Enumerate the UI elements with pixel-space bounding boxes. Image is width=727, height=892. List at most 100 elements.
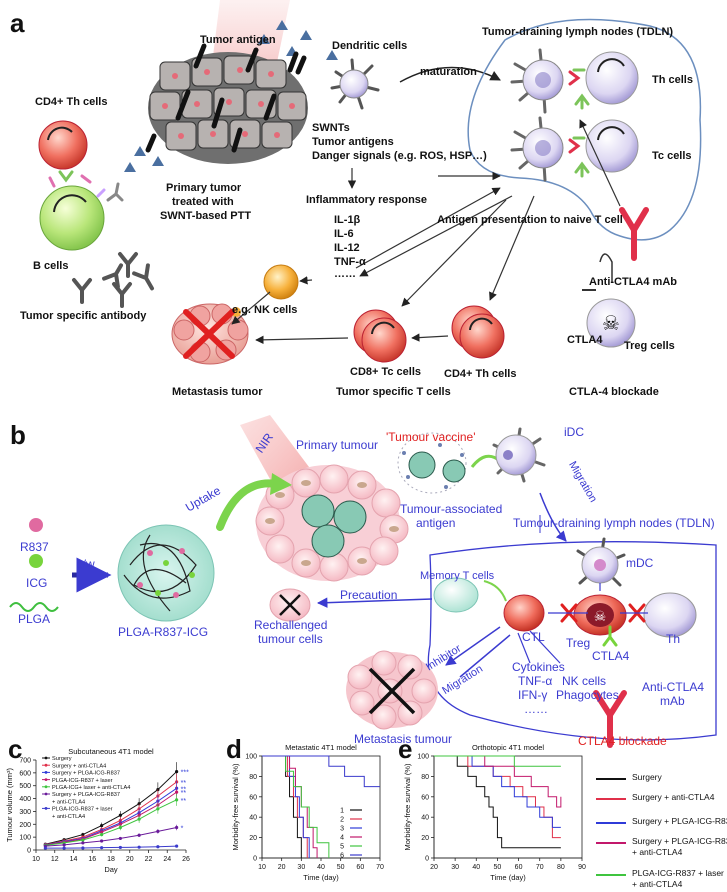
chart-d-xlabel: Time (day) — [303, 873, 339, 882]
x-tick-label: 50 — [337, 864, 345, 871]
metastasis-tumour-b — [346, 650, 438, 730]
inflammatory-response-label: Inflammatory response — [306, 194, 428, 206]
plga-label: PLGA — [18, 612, 51, 626]
mature-dc-top — [510, 48, 564, 114]
legend-item: Surgery + PLGA-ICG-R837 — [592, 816, 727, 842]
x-tick-label: 22 — [145, 856, 153, 863]
legend-label: 6 — [340, 853, 344, 860]
tumour-vaccine-debris — [397, 432, 467, 494]
th-cells-label: Th cells — [652, 74, 693, 86]
y-tick-label: 20 — [421, 835, 429, 842]
legend-item: Surgery + anti-CTLA4 — [592, 792, 727, 818]
series-line-4 — [45, 791, 177, 846]
rechallenged-label-1: Rechallenged — [254, 618, 328, 632]
legend-marker — [44, 792, 48, 796]
x-tick-label: 16 — [88, 856, 96, 863]
x-tick-label: 60 — [515, 864, 523, 871]
th-cell — [585, 51, 639, 105]
legend-swatch — [596, 778, 626, 780]
tnfa-label: TNF-α — [334, 256, 366, 268]
x-tick-label: 20 — [430, 864, 438, 871]
x-tick-label: 70 — [536, 864, 544, 871]
x-tick-label: 20 — [126, 856, 134, 863]
legend-label: + anti-CTLA4 — [52, 799, 85, 805]
series-line-6 — [45, 827, 177, 847]
icg-label: ICG — [26, 576, 48, 590]
anti-ctla4-b-antibody — [593, 690, 627, 748]
legend-label: + anti-CTLA4 — [632, 847, 683, 857]
legend-label: Surgery + PLGA-ICG-R837 — [52, 792, 120, 798]
series-line-7 — [45, 845, 177, 849]
r837-icon — [29, 518, 43, 532]
x-tick-label: 40 — [472, 864, 480, 871]
legend-swatch — [596, 798, 626, 800]
y-tick-label: 100 — [19, 835, 31, 842]
anti-ctla4-b-label-1: Anti-CTLA4 — [642, 680, 705, 694]
plga-icon — [9, 602, 59, 612]
panel-b-artwork: ☠ — [9, 415, 717, 748]
y-tick-label: 600 — [19, 770, 31, 777]
legend-marker — [44, 771, 48, 774]
significance-mark: *** — [181, 770, 189, 777]
primary-tumor-label-1: Primary tumor — [166, 182, 242, 194]
legend-label: 1 — [340, 808, 344, 815]
panel-b-letter: b — [10, 420, 26, 450]
legend-label: + anti-CTLA4 — [632, 879, 683, 889]
treg-cell: ☠ — [586, 298, 636, 348]
legend-swatch — [596, 842, 626, 844]
x-tick-label: 10 — [32, 856, 40, 863]
y-tick-label: 700 — [19, 758, 31, 765]
legend-marker — [44, 785, 48, 789]
x-tick-label: 10 — [258, 864, 266, 871]
x-tick-label: 18 — [107, 856, 115, 863]
x-tick-label: 70 — [376, 864, 384, 871]
legend-label: Surgery + anti-CTLA4 — [52, 763, 106, 769]
chart-e-xlabel: Time (day) — [490, 873, 526, 882]
legend-swatch — [596, 874, 626, 876]
cd4-th-cell-left — [38, 120, 88, 170]
chart-e — [431, 755, 583, 861]
legend-label: 3 — [340, 826, 344, 833]
tdln-b-outline — [427, 541, 717, 741]
legend-label: 2 — [340, 817, 344, 824]
legend-label: 4 — [340, 835, 344, 842]
significance-mark: ** — [181, 790, 187, 797]
survival-curve-2 — [262, 755, 308, 858]
dots-label: …… — [334, 268, 356, 280]
tumour-associated-label-1: Tumour-associated — [400, 502, 503, 516]
ow-label: o/w — [76, 557, 95, 571]
x-tick-label: 90 — [578, 864, 586, 871]
legend-label: PLGA-ICG-R837 + laser — [52, 807, 113, 813]
cd8-tc-label: CD8+ Tc cells — [350, 366, 422, 378]
antibody-icons — [72, 252, 154, 308]
ctla4-blockade-label: CTLA-4 blockade — [569, 386, 659, 398]
nk-cells-b-label: NK cells — [562, 674, 607, 688]
chart-c-title: Subcutaneous 4T1 model — [68, 747, 154, 756]
svg-text:☠: ☠ — [602, 313, 620, 335]
y-tick-label: 400 — [19, 796, 31, 803]
y-tick-label: 80 — [249, 774, 257, 781]
swnts-label: SWNTs — [312, 122, 350, 134]
plga-nanoparticle — [117, 524, 215, 622]
y-tick-label: 100 — [417, 754, 429, 761]
il12-label: IL-12 — [334, 242, 360, 254]
legend-item: Surgery + PLGA-ICG-R837+ anti-CTLA4 — [592, 836, 727, 862]
y-tick-label: 40 — [249, 815, 257, 822]
series-line-2 — [45, 781, 177, 846]
ctl-cell — [503, 594, 545, 632]
y-tick-label: 60 — [421, 794, 429, 801]
rechallenged-label-2: tumour cells — [258, 632, 323, 646]
ifng-label: IFN-γ — [518, 688, 548, 702]
svg-text:☠: ☠ — [594, 608, 607, 624]
legend-label: Surgery + PLGA-ICG-R837 — [632, 816, 727, 826]
cd4-th-cells — [451, 305, 505, 359]
tc-cells-label: Tc cells — [652, 150, 692, 162]
significance-mark: ** — [181, 780, 187, 787]
primary-tumor-cluster — [148, 43, 308, 164]
y-tick-label: 0 — [27, 848, 31, 855]
maturation-label: maturation — [420, 66, 477, 78]
series-line-5 — [45, 799, 177, 846]
antigen-triangles — [124, 20, 338, 172]
